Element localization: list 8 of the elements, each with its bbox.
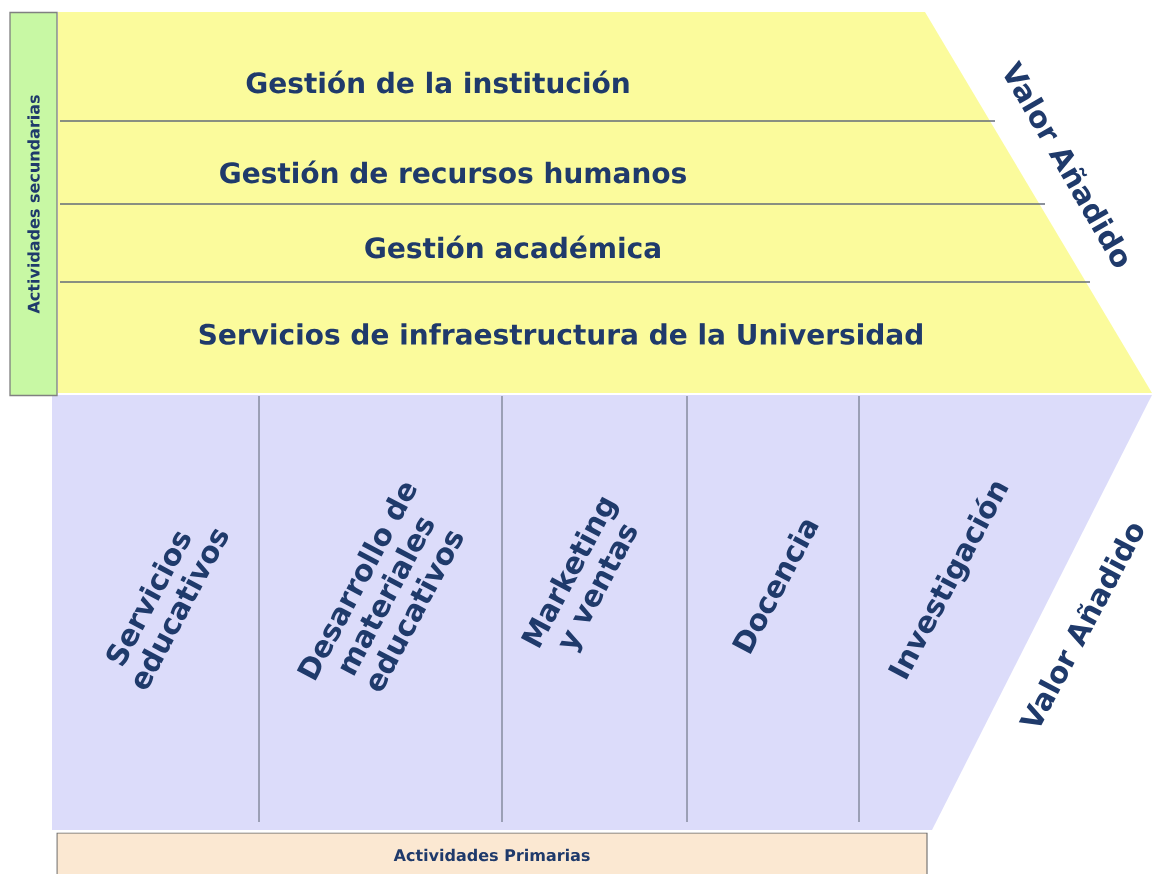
row-label: Gestión de la institución (246, 70, 629, 94)
band (52, 395, 1152, 830)
bottom-label-bar: Actividades Primarias (56, 832, 928, 874)
row-label: Gestión académica (365, 235, 660, 259)
row-label: Servicios de infraestructura de la Universidad (199, 323, 922, 345)
band (58, 12, 1152, 393)
side-label-box: Actividades secundarias (9, 11, 58, 397)
row-label: Gestión de recursos humanos (220, 160, 686, 184)
